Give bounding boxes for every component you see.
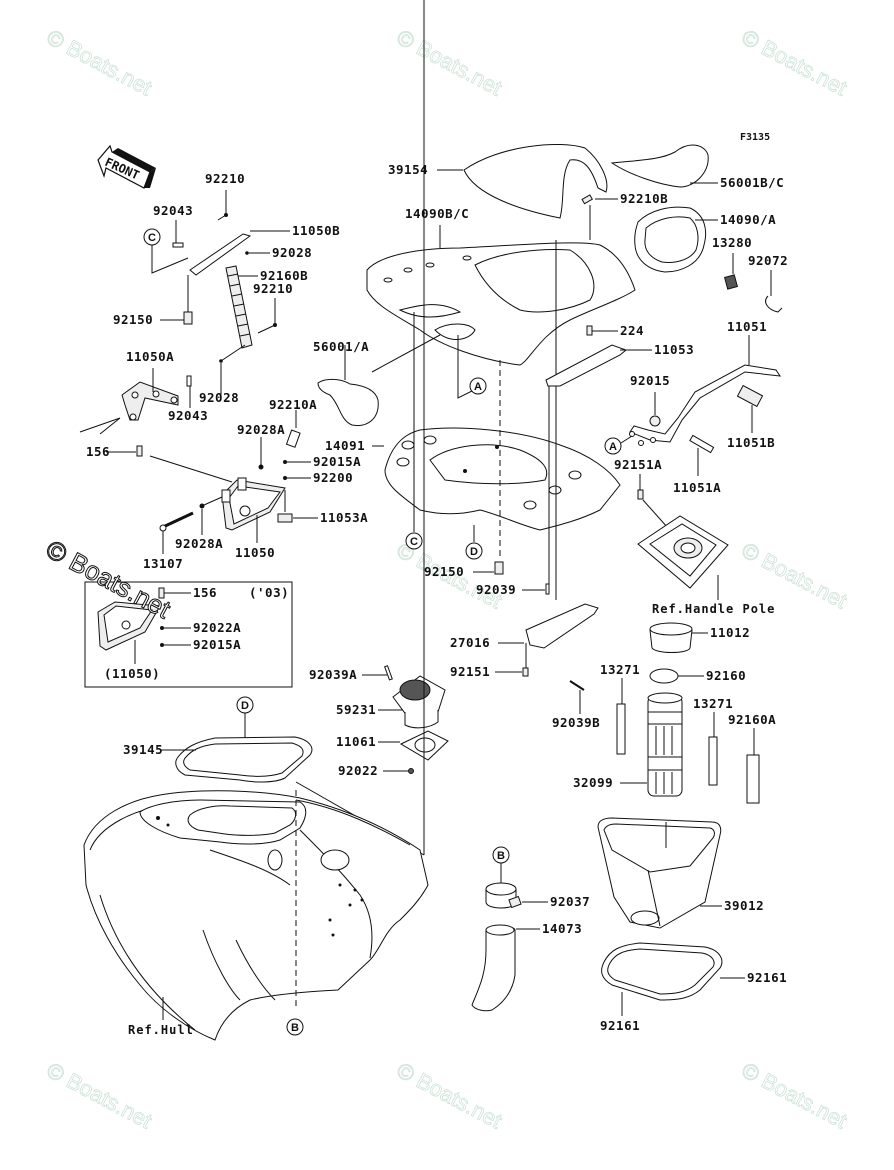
- part-label: 32099: [573, 775, 613, 790]
- part-label: 92028A: [237, 422, 285, 437]
- part-label: 11051: [727, 319, 767, 334]
- part-label: 92151A: [614, 457, 662, 472]
- part-label: 92210B: [620, 191, 668, 206]
- part-label: 92022A: [193, 620, 241, 635]
- watermark: © Boats.net: [738, 1057, 852, 1133]
- inset-part: (11050): [104, 666, 160, 681]
- ref-marker-a: A: [609, 441, 617, 453]
- ref-marker-a: A: [474, 381, 482, 393]
- part-label: 92039B: [552, 715, 600, 730]
- part-label: 11012: [710, 625, 750, 640]
- ref-marker-b: B: [497, 850, 505, 862]
- front-arrow-icon: FRONT: [97, 144, 156, 189]
- part-label: 156: [86, 444, 110, 459]
- part-label: 11053A: [320, 510, 368, 525]
- vent-assembly: 92039A 59231 11061 92022: [295, 0, 449, 856]
- part-label: 27016: [450, 635, 490, 650]
- part-label: 92028: [272, 245, 312, 260]
- part-label: 11061: [336, 734, 376, 749]
- part-label: 92210: [205, 171, 245, 186]
- part-label: 59231: [336, 702, 376, 717]
- part-label: 92022: [338, 763, 378, 778]
- hull-assembly: D 39145 B Ref.Hull: [83, 696, 429, 1041]
- part-label: 14090B/C: [405, 206, 469, 221]
- ref-marker-b: B: [291, 1022, 299, 1034]
- part-label: 11050A: [126, 349, 174, 364]
- part-label: 92028A: [175, 536, 223, 551]
- part-label: 13280: [712, 235, 752, 250]
- part-label: 92161: [600, 1018, 640, 1033]
- ref-marker-c: C: [410, 536, 418, 548]
- part-label: 92015A: [313, 454, 361, 469]
- ref-marker-d: D: [470, 546, 478, 558]
- part-label: 11051A: [673, 480, 721, 495]
- left-assembly: 11050B 92210 92043 C 92150 92028: [79, 171, 368, 571]
- diagram-code: F3135: [740, 132, 770, 143]
- part-label: 11050B: [292, 223, 340, 238]
- ref-handle-pole: Ref.Handle Pole: [652, 602, 775, 616]
- part-label: 13271: [600, 662, 640, 677]
- part-label: 13271: [693, 696, 733, 711]
- ref-hull: Ref.Hull: [128, 1023, 194, 1037]
- part-label: 92043: [153, 203, 193, 218]
- watermark: © Boats.net: [43, 24, 157, 100]
- part-label: 92210A: [269, 397, 317, 412]
- part-label: 92200: [313, 470, 353, 485]
- part-label: 11051B: [727, 435, 775, 450]
- inset-year: ('03): [249, 585, 289, 600]
- part-label: 92160A: [728, 712, 776, 727]
- part-label: 92015A: [193, 637, 241, 652]
- part-label: 92160B: [260, 268, 308, 283]
- ref-marker-d: D: [241, 700, 249, 712]
- part-label: 92150: [113, 312, 153, 327]
- part-label: 14090/A: [720, 212, 776, 227]
- part-label: 13107: [143, 556, 183, 571]
- part-label: 56001B/C: [720, 175, 784, 190]
- part-label: 92161: [747, 970, 787, 985]
- part-label: 92028: [199, 390, 239, 405]
- right-lower-assembly: 92039B 11012 92160 13271 32099: [471, 622, 787, 1033]
- part-label: 156: [193, 585, 217, 600]
- watermark: © Boats.net: [393, 1057, 507, 1133]
- part-label: 92150: [424, 564, 464, 579]
- ref-marker-c: C: [148, 232, 156, 244]
- watermark: © Boats.net: [43, 1057, 157, 1133]
- part-label: 14073: [542, 921, 582, 936]
- part-label: 92160: [706, 668, 746, 683]
- center-assembly: 39154 14090B/C 56001/A A 14091: [313, 144, 636, 679]
- part-label: 92039A: [309, 667, 357, 682]
- part-label: 92151: [450, 664, 490, 679]
- part-label: 224: [620, 323, 644, 338]
- part-label: 39145: [123, 742, 163, 757]
- part-label: 39154: [388, 162, 428, 177]
- watermark: © Boats.net: [738, 24, 852, 100]
- part-label: 56001/A: [313, 339, 369, 354]
- right-upper-assembly: 56001B/C 92210B 14090/A 13280 92072 224 …: [545, 144, 788, 616]
- part-label: 92072: [748, 253, 788, 268]
- part-label: 11053: [654, 342, 694, 357]
- part-label: 92037: [550, 894, 590, 909]
- part-label: 92039: [476, 582, 516, 597]
- part-label: 92210: [253, 281, 293, 296]
- part-label: 92043: [168, 408, 208, 423]
- part-label: 11050: [235, 545, 275, 560]
- part-label: 92015: [630, 373, 670, 388]
- watermark: © Boats.net: [393, 24, 507, 100]
- part-label: 14091: [325, 438, 365, 453]
- part-label: 39012: [724, 898, 764, 913]
